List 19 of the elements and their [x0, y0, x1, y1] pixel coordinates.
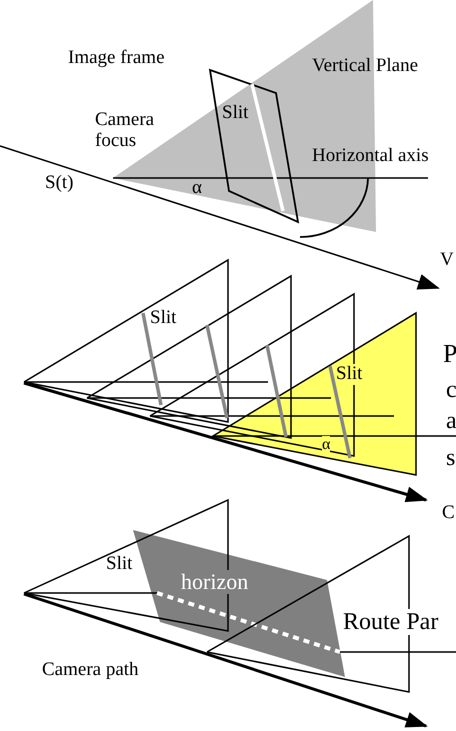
caption-fragment: c — [446, 377, 456, 404]
angle-label: α — [192, 178, 202, 199]
part-label: horizon — [181, 570, 248, 594]
part-label: Slit — [150, 308, 176, 329]
part-label: Slit — [336, 364, 362, 385]
part-label: Camera focus — [95, 110, 156, 152]
axis-label: Horizontal axis — [312, 146, 429, 167]
caption-fragment: C — [442, 503, 455, 524]
part-label: Image frame — [68, 48, 165, 69]
angle-label: α — [322, 436, 330, 454]
part-label: Slit — [222, 103, 248, 124]
part-label: Vertical Plane — [312, 56, 418, 77]
caption-fragment: Route Par — [343, 609, 438, 636]
caption-fragment: a — [446, 408, 456, 434]
direction-label: V — [440, 250, 454, 271]
caption-fragment: s — [446, 445, 456, 472]
part-label: Slit — [106, 554, 132, 575]
function-label: S(t) — [45, 173, 74, 194]
path-label: Camera path — [42, 660, 139, 681]
